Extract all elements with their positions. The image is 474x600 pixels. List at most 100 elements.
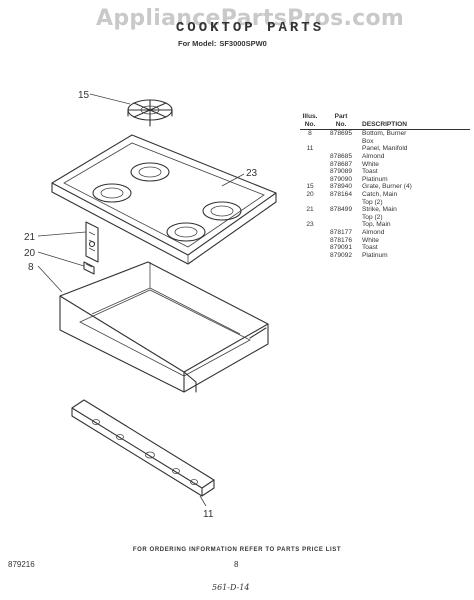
- part-no-cell: [322, 214, 362, 222]
- part-no-cell: [322, 221, 362, 229]
- table-row: 878685 Almond: [300, 153, 470, 161]
- part-header-line-2: No.: [335, 120, 347, 128]
- illus-no-cell: [300, 229, 322, 237]
- callout-11: 11: [203, 509, 214, 520]
- table-row: 879091 Toast: [300, 244, 470, 252]
- description-cell: Top (2): [362, 213, 383, 221]
- callout-21: 21: [24, 232, 36, 243]
- description-cell: White: [362, 160, 379, 168]
- part-no-header: Part No.: [322, 113, 362, 131]
- description-cell: Platinum: [362, 175, 388, 183]
- table-row: 8 878695 Bottom, Burner: [300, 130, 470, 138]
- description-cell: Almond: [362, 152, 385, 160]
- illus-header-line-2: No.: [304, 120, 316, 128]
- description-cell: Bottom, Burner: [362, 130, 407, 138]
- table-row: 21 878499 Strike, Main: [300, 206, 470, 214]
- callout-23: 23: [246, 168, 258, 179]
- table-row: 11 Panel, Manifold: [300, 145, 470, 153]
- burner-box-drawing: [59, 261, 269, 393]
- illus-no-cell: [300, 237, 322, 245]
- illus-no-cell: 11: [306, 145, 314, 153]
- part-no-cell: 878695: [329, 130, 352, 138]
- illus-header-line-1: Illus.: [302, 113, 318, 120]
- illus-no-cell: [300, 138, 322, 146]
- illus-no-cell: 15: [306, 183, 314, 191]
- description-cell: Toast: [362, 244, 378, 252]
- part-no-cell: [322, 145, 362, 153]
- part-no-cell: 879089: [329, 168, 352, 176]
- description-cell: Toast: [362, 168, 378, 176]
- document-number: 879216: [8, 560, 35, 569]
- burner-grate-drawing: [127, 99, 173, 127]
- description-cell: Top, Main: [362, 221, 391, 229]
- illus-no-cell: [300, 244, 322, 252]
- watermark: AppliancePartsPros.com: [96, 6, 405, 31]
- page-number: 8: [234, 560, 239, 569]
- handwritten-mark: 561-D-14: [212, 583, 250, 592]
- part-no-cell: 878685: [329, 152, 352, 160]
- part-no-cell: 878177: [329, 228, 352, 236]
- table-row: Top (2): [300, 214, 470, 222]
- part-no-cell: 878940: [329, 183, 352, 191]
- table-row: Box: [300, 138, 470, 146]
- illus-no-cell: [300, 252, 322, 260]
- table-row: 15 878940 Grate, Burner (4): [300, 183, 470, 191]
- illus-no-header: Illus. No.: [300, 113, 322, 131]
- illus-no-cell: [300, 214, 322, 222]
- part-header-line-1: Part: [334, 113, 348, 120]
- description-cell: Platinum: [362, 251, 388, 259]
- callout-20: 20: [24, 248, 36, 259]
- strike-and-catch-drawing: [83, 221, 99, 275]
- table-row: 23 Top, Main: [300, 221, 470, 229]
- table-row: 20 878164 Catch, Main: [300, 191, 470, 199]
- model-number: SF3000SPW0: [219, 39, 267, 48]
- description-cell: Strike, Main: [362, 206, 397, 214]
- description-cell: Box: [362, 137, 374, 145]
- description-cell: Top (2): [362, 198, 383, 206]
- illus-no-cell: 21: [306, 206, 314, 214]
- part-no-cell: 878164: [329, 190, 352, 198]
- illus-no-cell: [300, 153, 322, 161]
- description-cell: White: [362, 236, 379, 244]
- illus-no-cell: [300, 161, 322, 169]
- description-cell: Grate, Burner (4): [362, 183, 412, 191]
- description-cell: Catch, Main: [362, 190, 398, 198]
- part-no-cell: 879090: [329, 175, 352, 183]
- part-no-cell: 878687: [329, 160, 352, 168]
- illus-no-cell: 23: [306, 221, 314, 229]
- part-no-cell: 878499: [329, 206, 352, 214]
- parts-table-header: Illus. No. Part No. DESCRIPTION: [300, 113, 470, 131]
- illus-no-cell: [300, 176, 322, 184]
- illus-no-cell: [300, 199, 322, 207]
- illus-no-cell: 8: [308, 130, 312, 138]
- model-line: For Model:SF3000SPW0: [178, 39, 267, 48]
- illus-no-cell: [300, 168, 322, 176]
- part-no-cell: 879092: [329, 251, 352, 259]
- main-top-drawing: [51, 134, 277, 265]
- table-row: 879090 Platinum: [300, 176, 470, 184]
- part-no-cell: [322, 138, 362, 146]
- part-no-cell: [322, 199, 362, 207]
- part-no-cell: 878176: [329, 236, 352, 244]
- manifold-panel-drawing: [71, 399, 215, 497]
- description-header: DESCRIPTION: [362, 113, 470, 131]
- description-cell: Panel, Manifold: [362, 145, 408, 153]
- page-title: COOKTOP PARTS: [175, 20, 325, 36]
- table-row: Top (2): [300, 199, 470, 207]
- illus-no-cell: 20: [306, 190, 314, 198]
- table-row: 879092 Platinum: [300, 252, 470, 260]
- table-row: 878687 White: [300, 161, 470, 169]
- callout-8: 8: [28, 262, 34, 273]
- table-row: 878176 White: [300, 237, 470, 245]
- description-cell: Almond: [362, 228, 385, 236]
- exploded-parts-diagram: 15 23 21 20 8 11: [24, 90, 277, 520]
- leader-lines: [37, 93, 245, 507]
- callout-15: 15: [78, 90, 90, 101]
- ordering-note: FOR ORDERING INFORMATION REFER TO PARTS …: [132, 547, 342, 553]
- model-label: For Model:: [178, 39, 217, 48]
- table-row: 879089 Toast: [300, 168, 470, 176]
- table-row: 878177 Almond: [300, 229, 470, 237]
- part-no-cell: 879091: [329, 244, 352, 252]
